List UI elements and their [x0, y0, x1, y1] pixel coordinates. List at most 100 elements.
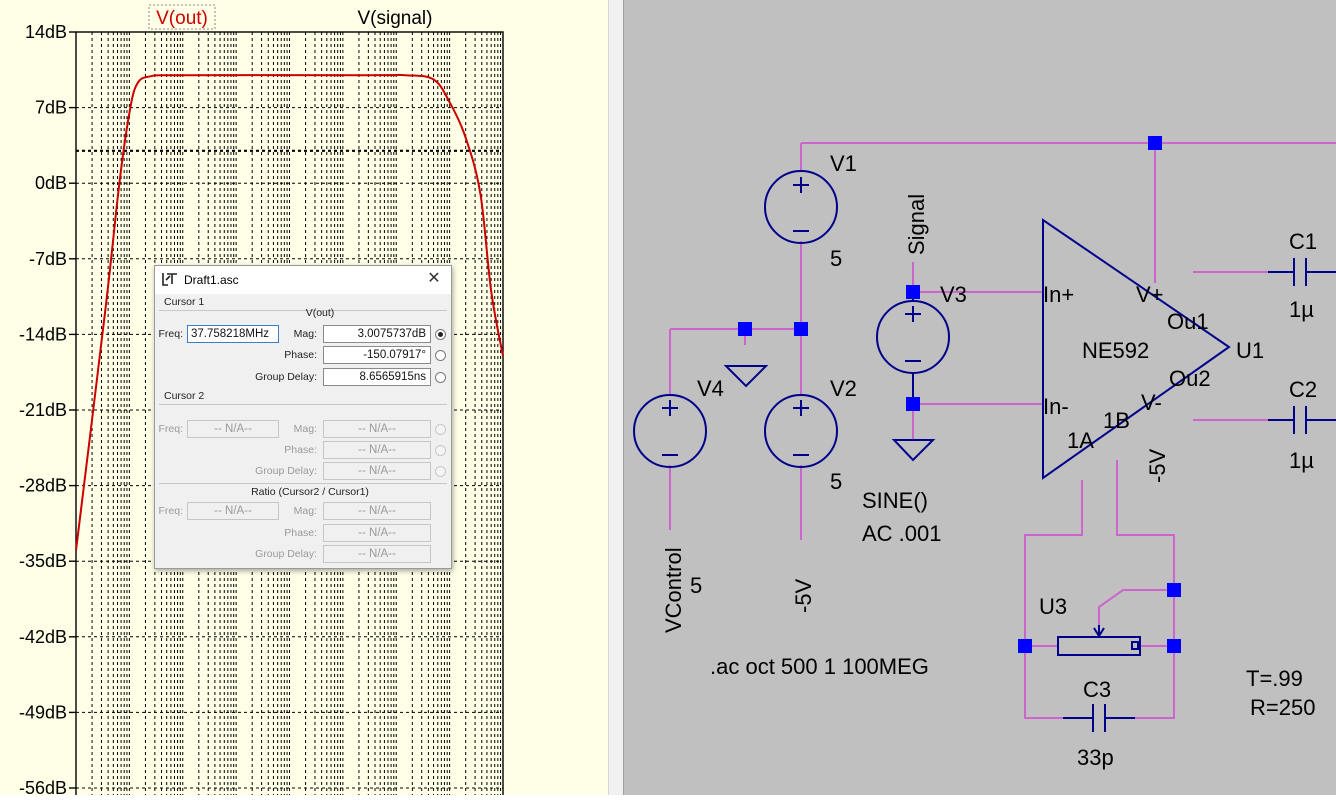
y-tick-label: -7dB	[29, 249, 67, 269]
y-tick-label: -28dB	[19, 476, 67, 496]
waveform-plot[interactable]: 14dB7dB0dB-7dB-14dB-21dB-28dB-35dB-42dB-…	[0, 0, 608, 800]
vcontrol-net-label[interactable]: VControl	[661, 547, 686, 633]
ratio-divider	[159, 483, 447, 484]
ratio-group-delay-field: -- N/A--	[323, 545, 431, 563]
pin-inn-label: In-	[1043, 394, 1069, 419]
cursor2-freq-label: Freq:	[158, 423, 183, 435]
u3-t-value[interactable]: T=.99	[1246, 666, 1303, 691]
c1-value[interactable]: 1µ	[1289, 297, 1314, 322]
ratio-mag-label: Mag:	[293, 505, 317, 517]
u3-pot-symbol	[1057, 636, 1141, 656]
cursor1-phase-radio[interactable]	[435, 350, 446, 361]
pin-vm-label: V-	[1141, 390, 1162, 415]
symbols	[633, 170, 1336, 732]
c3-label[interactable]: C3	[1083, 677, 1111, 702]
dialog-title: Draft1.asc	[184, 273, 239, 287]
y-tick-label: -56dB	[19, 778, 67, 795]
pin-vp-label: V+	[1136, 282, 1164, 307]
vcontrol-value[interactable]: 5	[690, 573, 702, 598]
cursor1-group-delay-label: Group Delay:	[255, 371, 317, 383]
vout-trace[interactable]	[75, 73, 504, 551]
ratio-freq-label: Freq:	[158, 505, 183, 517]
cursor1-mag-field[interactable]: 3.0075737dB	[323, 325, 431, 343]
cursor2-mag-label: Mag:	[293, 423, 317, 435]
ne592-opamp-symbol	[1042, 218, 1231, 480]
cursor1-group-delay-field[interactable]: 8.6565915ns	[323, 368, 431, 386]
v2-source-symbol	[764, 394, 838, 468]
plot-traces	[75, 73, 504, 551]
pin-out1-label: Ou1	[1167, 309, 1209, 334]
neg5v-pin-net-label[interactable]: -5V	[1145, 448, 1170, 483]
y-tick-label: 14dB	[25, 22, 67, 42]
cursor1-divider	[159, 310, 447, 311]
ratio-phase-field: -- N/A--	[323, 524, 431, 542]
cursor2-group-delay-label: Group Delay:	[255, 465, 317, 477]
cursor2-mag-radio	[435, 424, 446, 435]
cursor1-group-delay-radio[interactable]	[435, 372, 446, 383]
cursor1-mag-radio[interactable]	[435, 329, 446, 340]
signal-net-label[interactable]: Signal	[904, 194, 929, 255]
pin-inp-label: In+	[1043, 282, 1074, 307]
y-tick-label: -21dB	[19, 400, 67, 420]
pin-out2-label: Ou2	[1169, 366, 1211, 391]
c3-value[interactable]: 33p	[1077, 745, 1114, 770]
cursor2-group-delay-field: -- N/A--	[323, 462, 431, 480]
ratio-freq-field: -- N/A--	[187, 502, 279, 520]
c2-label[interactable]: C2	[1289, 377, 1317, 402]
u3-r-value[interactable]: R=250	[1250, 695, 1315, 720]
y-tick-label: -35dB	[19, 551, 67, 571]
legend-vsignal[interactable]: V(signal)	[358, 8, 433, 29]
v3-label[interactable]: V3	[940, 282, 967, 307]
opamp-name-label[interactable]: U1	[1236, 338, 1264, 363]
cursor1-phase-field[interactable]: -150.07917°	[323, 346, 431, 364]
cursor1-section-label: Cursor 1	[164, 296, 205, 308]
plot-grid	[75, 31, 504, 800]
cursor1-mag-label: Mag:	[293, 328, 317, 340]
cursor1-trace-label: V(out)	[305, 307, 335, 319]
c2-value[interactable]: 1µ	[1289, 448, 1314, 473]
schematic-canvas[interactable]: V1 5 V2 5 V4 V3 SINE() AC .001 5 NE592 U…	[624, 0, 1336, 795]
cursor-dialog[interactable]: Draft1.asc ✕ Cursor 1 V(out) Freq: 37.75…	[154, 265, 452, 569]
legend-vout[interactable]: V(out)	[156, 8, 208, 29]
ratio-group-delay-label: Group Delay:	[255, 548, 317, 560]
sine-text[interactable]: SINE()	[862, 488, 928, 513]
v1-label[interactable]: V1	[830, 151, 857, 176]
cursor1-freq-label: Freq:	[158, 328, 183, 340]
v2-value[interactable]: 5	[830, 469, 842, 494]
neg5v-net-label[interactable]: -5V	[791, 578, 816, 613]
v1-value[interactable]: 5	[830, 246, 842, 271]
ratio-section-label: Ratio (Cursor2 / Cursor1)	[251, 486, 369, 498]
legend-vout-selection-box	[148, 4, 216, 30]
c1-label[interactable]: C1	[1289, 229, 1317, 254]
c2-capacitor-symbol	[1268, 406, 1336, 434]
y-tick-label: -14dB	[19, 324, 67, 344]
wires	[669, 142, 1336, 719]
cursor2-freq-field: -- N/A--	[187, 420, 279, 438]
pin-1b-label: 1B	[1103, 408, 1130, 433]
u3-label[interactable]: U3	[1039, 594, 1067, 619]
cursor2-divider	[159, 404, 447, 405]
ac-directive[interactable]: .ac oct 500 1 100MEG	[710, 654, 929, 679]
y-tick-label: 7dB	[35, 98, 67, 118]
ac-text[interactable]: AC .001	[862, 521, 942, 546]
cursor2-mag-field: -- N/A--	[323, 420, 431, 438]
pane-splitter[interactable]	[608, 0, 624, 795]
opamp-part-label[interactable]: NE592	[1082, 338, 1149, 363]
y-tick-label: -42dB	[19, 627, 67, 647]
cursor2-phase-label: Phase:	[284, 444, 317, 456]
schematic-pane[interactable]: V1 5 V2 5 V4 V3 SINE() AC .001 5 NE592 U…	[624, 0, 1336, 795]
cursor1-phase-label: Phase:	[284, 349, 317, 361]
ratio-phase-label: Phase:	[284, 527, 317, 539]
y-tick-label: -49dB	[19, 702, 67, 722]
cursor2-section-label: Cursor 2	[164, 390, 205, 402]
v2-label[interactable]: V2	[830, 376, 857, 401]
ratio-mag-field: -- N/A--	[323, 502, 431, 520]
pin-1a-label: 1A	[1067, 428, 1094, 453]
cursor1-freq-field[interactable]: 37.758218MHz	[187, 325, 279, 343]
close-icon[interactable]: ✕	[427, 270, 441, 287]
dialog-titlebar[interactable]: Draft1.asc ✕	[155, 266, 451, 294]
v1-source-symbol	[764, 170, 838, 244]
v4-label[interactable]: V4	[697, 376, 724, 401]
ground-v3-symbol	[891, 439, 936, 462]
